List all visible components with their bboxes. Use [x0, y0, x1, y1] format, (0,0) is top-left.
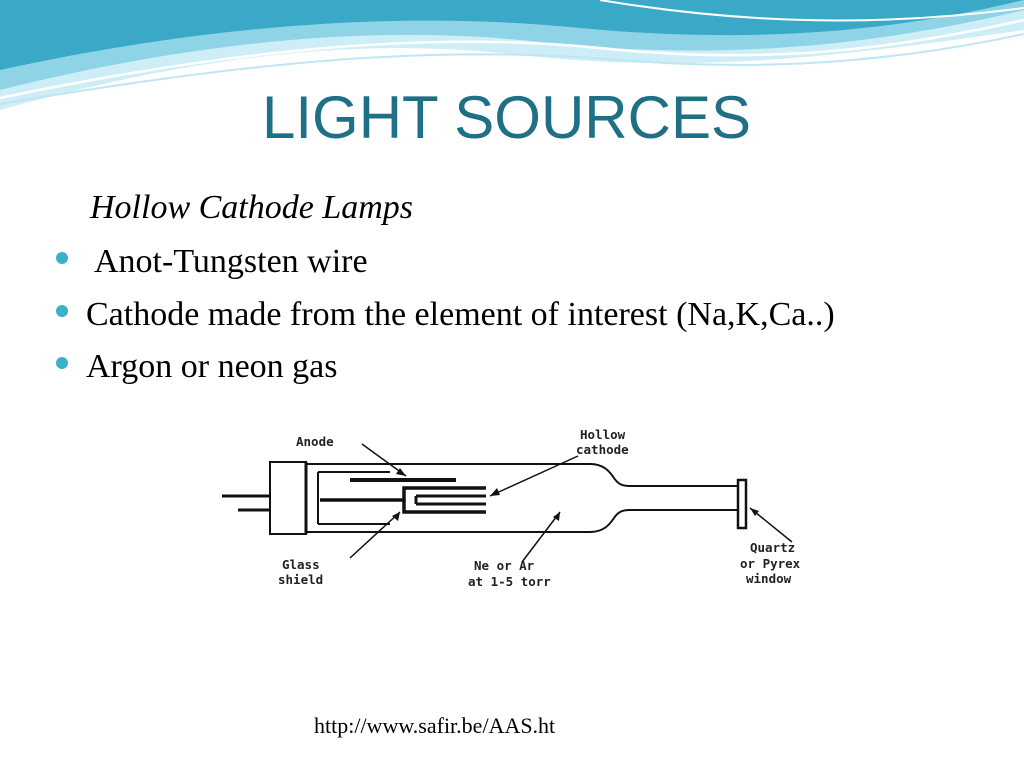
gas-label-line1: Ne or Ar	[474, 558, 535, 573]
header-wave-decoration	[0, 0, 1024, 110]
anode-label: Anode	[296, 434, 334, 449]
gas-label-line2: at 1-5 torr	[468, 574, 551, 589]
hollow-cathode-label-line1: Hollow	[580, 427, 626, 442]
hollow-cathode-lamp-diagram: Anode Hollow cathode Glass shield Ne or …	[190, 400, 842, 690]
subheading: Hollow Cathode Lamps	[90, 189, 414, 226]
glass-shield-label-line2: shield	[278, 572, 323, 587]
bullet-text: Cathode made from the element of interes…	[86, 296, 835, 333]
glass-shield-label-line1: Glass	[282, 557, 320, 572]
hollow-cathode-label-line2: cathode	[576, 442, 629, 457]
window-label-line1: Quartz	[750, 540, 795, 555]
window-label-line3: window	[746, 571, 792, 586]
bullet-icon	[56, 252, 68, 264]
bullet-text: Anot-Tungsten wire	[94, 243, 368, 280]
slide-title: LIGHT SOURCES	[262, 84, 751, 151]
source-url: http://www.safir.be/AAS.ht	[314, 713, 556, 738]
window-label-line2: or Pyrex	[740, 556, 801, 571]
bullet-text: Argon or neon gas	[86, 348, 338, 385]
bullet-icon	[56, 305, 68, 317]
bullet-icon	[56, 357, 68, 369]
